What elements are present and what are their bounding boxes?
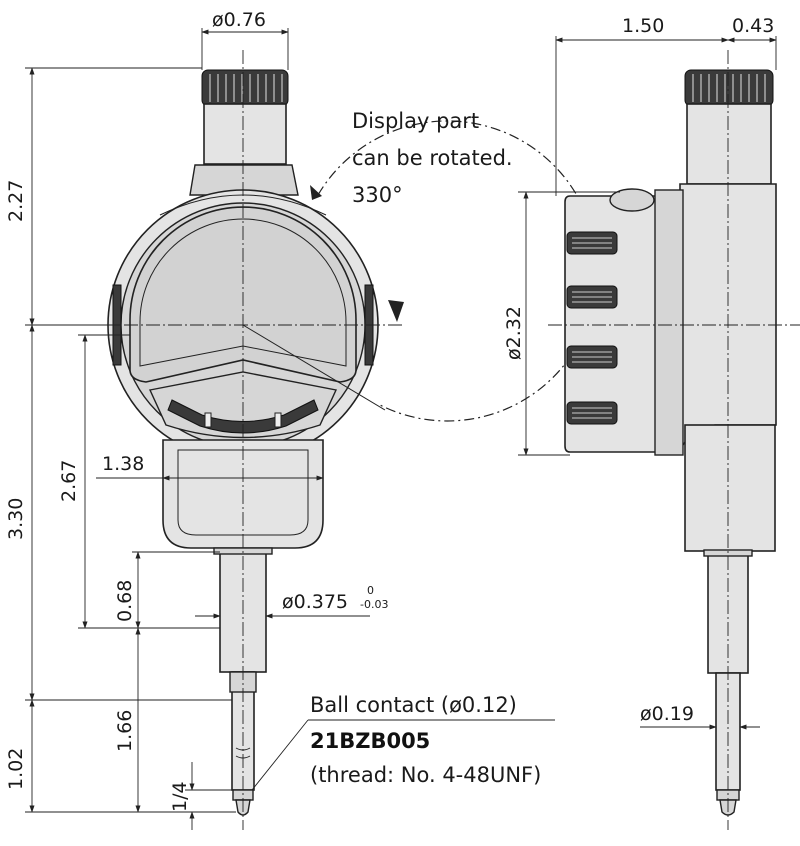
dim-top-diameter: ø0.76 [212,9,266,31]
collar [189,164,299,196]
side-dial-housing [564,195,683,453]
dim-stem-diameter: ø0.375 [282,591,348,613]
side-buttons [566,231,618,425]
front-view [80,50,598,830]
dim-upper-height: 2.27 [5,180,27,222]
contact-note: Ball contact (ø0.12) 21BZB005 (thread: N… [310,693,541,787]
dim-thread-length: 1/4 [169,781,191,812]
dim-stem-length: 0.68 [114,580,136,622]
rotation-note: Display part can be rotated. 330° [352,109,513,207]
note-rotation-line1: Display part [352,109,479,133]
dim-back-width: 1.38 [102,453,144,475]
rotation-arrow-end [388,300,404,322]
dim-spindle-length: 1.66 [114,710,136,752]
note-rotation-angle: 330° [352,183,403,207]
dim-side-depth: 1.50 [622,15,664,37]
note-thread: (thread: No. 4-48UNF) [310,763,541,787]
note-rotation-line2: can be rotated. [352,146,513,170]
dim-stem-tol-upper: 0 [367,584,374,597]
dim-body-diameter: ø2.32 [503,306,525,360]
rotation-arrow-top [310,185,322,200]
dim-spindle-diameter: ø0.19 [640,703,694,725]
side-view [548,50,800,830]
dim-mid-height: 2.67 [58,460,80,502]
note-part-number: 21BZB005 [310,729,430,753]
side-dimensions: 1.50 0.43 ø2.32 ø0.19 [503,15,777,730]
dim-lower-height: 3.30 [5,498,27,540]
cap-knob [201,69,289,165]
note-ball-contact: Ball contact (ø0.12) [310,693,517,717]
dim-side-cap: 0.43 [732,15,774,37]
dim-bottom-length: 1.02 [5,748,27,790]
front-dimensions: ø0.76 2.27 3.30 1.02 2.67 1.38 0.68 ø0.3… [5,9,555,830]
dim-stem-tol-lower: -0.03 [360,598,388,611]
